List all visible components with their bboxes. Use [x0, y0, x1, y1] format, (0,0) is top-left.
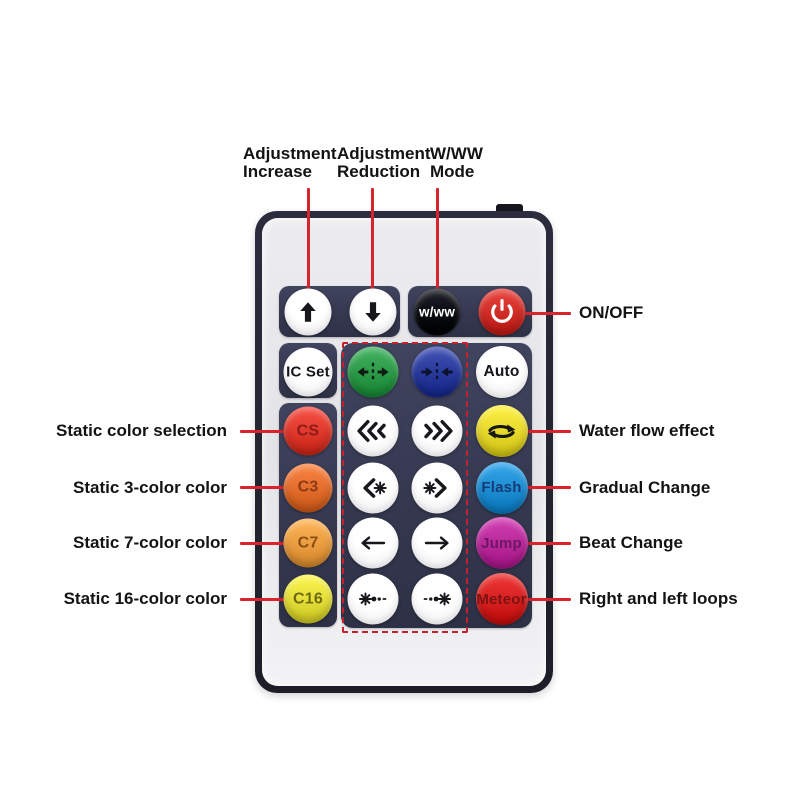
connector-line-static-16-color: [240, 597, 300, 601]
star-chevron-right-icon: [423, 477, 447, 498]
arrows-out-icon: [356, 362, 389, 381]
button-water-flow[interactable]: [475, 405, 528, 457]
button-www-mode[interactable]: w/ww: [413, 288, 461, 336]
www-mode-label: w/ww: [418, 304, 456, 320]
button-static-16-color[interactable]: C16: [283, 574, 333, 624]
label-adjustment-increase-line1: Adjustment: [243, 144, 337, 163]
connector-line-adjustment-reduction: [371, 188, 374, 295]
label-power: ON/OFF: [579, 303, 644, 322]
static-3-color-label: C3: [297, 478, 319, 496]
connector-line-static-7-color: [240, 541, 300, 545]
arrow-left-icon: [360, 536, 385, 550]
label-static-3-color: Static 3-color color: [73, 477, 227, 497]
static-color-selection-label: CS: [296, 422, 320, 439]
connector-line-static-3-color: [240, 486, 300, 489]
arrows-in-icon: [421, 362, 453, 381]
chevrons-left-icon: [356, 420, 386, 442]
button-meteor-right[interactable]: [411, 573, 463, 625]
button-jump[interactable]: Jump: [475, 517, 528, 569]
button-power[interactable]: [478, 288, 525, 336]
button-pixel-expand[interactable]: [347, 346, 398, 397]
ic-set-label: IC Set: [286, 363, 330, 380]
button-auto[interactable]: Auto: [475, 345, 528, 398]
flash-label: Flash: [481, 479, 522, 496]
label-adjustment-reduction-line2: Reduction: [337, 162, 421, 181]
chevron-star-left-icon: [362, 477, 387, 498]
button-meteor[interactable]: Meteor: [475, 573, 528, 625]
connector-line-water-flow: [524, 429, 571, 433]
auto-label: Auto: [483, 362, 520, 380]
label-water-flow: Water flow effect: [579, 421, 715, 440]
arrow-up-icon: [300, 302, 316, 322]
button-static-7-color[interactable]: C7: [283, 518, 333, 568]
button-adjustment-reduction[interactable]: [349, 288, 396, 336]
connector-line-meteor: [524, 597, 571, 601]
static-16-color-label: C16: [293, 590, 323, 607]
label-meteor: Right and left loops: [579, 589, 738, 608]
button-run-right[interactable]: [411, 405, 463, 457]
label-static-7-color: Static 7-color color: [73, 533, 227, 552]
button-scroll-right[interactable]: [411, 462, 463, 513]
connector-line-static-color-selection: [240, 429, 300, 433]
button-ic-set[interactable]: IC Set: [283, 347, 333, 396]
connector-line-flash: [524, 486, 571, 489]
pixel-keys-highlight-box: [342, 342, 468, 633]
button-flash[interactable]: Flash: [475, 461, 528, 514]
meteor-right-icon: [423, 592, 452, 606]
button-scroll-left[interactable]: [347, 462, 398, 513]
meteor-label: Meteor: [476, 590, 527, 608]
arrow-right-icon: [424, 536, 449, 550]
label-static-16-color: Static 16-color color: [63, 589, 227, 608]
label-jump: Beat Change: [579, 533, 683, 552]
loop-icon: [487, 423, 516, 439]
meteor-left-icon: [358, 592, 386, 606]
power-icon: [490, 299, 513, 323]
button-shift-right[interactable]: [411, 517, 463, 569]
label-flash: Gradual Change: [579, 477, 711, 497]
arrow-down-icon: [364, 302, 381, 322]
connector-line-adjustment-increase: [306, 188, 310, 295]
label-www-mode-line1: W/WW: [430, 144, 483, 163]
button-adjustment-increase[interactable]: [284, 288, 332, 336]
label-adjustment-increase-line2: Increase: [243, 162, 312, 181]
button-pixel-contract[interactable]: [411, 346, 463, 397]
label-www-mode-line2: Mode: [430, 162, 475, 181]
button-static-color-selection[interactable]: CS: [283, 406, 333, 456]
jump-label: Jump: [481, 534, 522, 552]
button-static-3-color[interactable]: C3: [283, 463, 333, 512]
button-meteor-left[interactable]: [347, 573, 398, 625]
chevrons-right-icon: [424, 420, 453, 442]
label-static-color-selection: Static color selection: [56, 421, 227, 440]
connector-line-www-mode: [436, 188, 439, 295]
connector-line-jump: [524, 541, 571, 545]
button-run-left[interactable]: [347, 405, 398, 457]
label-adjustment-reduction-line1: Adjustment: [337, 144, 431, 163]
button-shift-left[interactable]: [347, 517, 398, 569]
remote-top-notch: [496, 204, 523, 215]
static-7-color-label: C7: [297, 534, 319, 551]
connector-line-power: [524, 311, 571, 315]
